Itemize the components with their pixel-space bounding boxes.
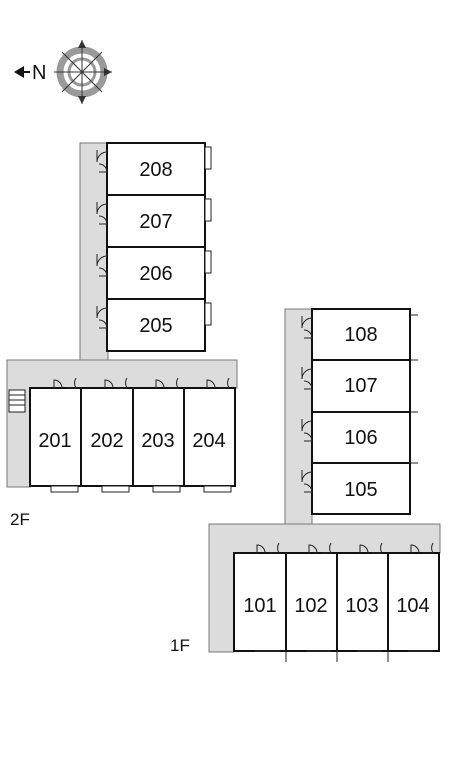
unit-203: 203 <box>132 377 185 493</box>
unit-208: 208 <box>96 142 212 196</box>
unit-label: 202 <box>90 430 123 452</box>
unit-204: 204 <box>183 377 236 493</box>
unit-108: 108 <box>301 308 418 361</box>
unit-205: 205 <box>96 298 212 352</box>
unit-label: 104 <box>396 595 429 617</box>
unit-102: 102 <box>285 542 338 662</box>
unit-101: 101 <box>233 542 287 652</box>
floor-label: 2F <box>10 510 30 529</box>
unit-label: 204 <box>192 430 225 452</box>
unit-label: 203 <box>141 430 174 452</box>
unit-104: 104 <box>387 542 440 662</box>
unit-106: 106 <box>301 411 418 464</box>
unit-201: 201 <box>29 377 82 493</box>
compass-rose-icon <box>54 40 112 104</box>
corridor <box>79 142 109 361</box>
unit-label: 205 <box>139 315 172 337</box>
unit-label: 103 <box>345 595 378 617</box>
unit-label: 106 <box>344 427 377 449</box>
unit-label: 102 <box>294 595 327 617</box>
unit-label: 207 <box>139 211 172 233</box>
stairs-icon <box>8 389 26 413</box>
north-label: N <box>32 62 46 84</box>
floor-1f: 108 107 106 105 10 <box>170 308 441 662</box>
compass: N <box>14 40 112 104</box>
unit-label: 208 <box>139 159 172 181</box>
unit-206: 206 <box>96 246 212 300</box>
unit-label: 201 <box>38 430 71 452</box>
unit-label: 108 <box>344 324 377 346</box>
unit-label: 101 <box>243 595 276 617</box>
floor-label: 1F <box>170 636 190 655</box>
unit-label: 206 <box>139 263 172 285</box>
unit-label: 105 <box>344 479 377 501</box>
unit-207: 207 <box>96 194 212 248</box>
unit-107: 107 <box>301 359 418 413</box>
floor-2f: 208 207 206 205 20 <box>6 142 238 529</box>
unit-202: 202 <box>80 377 134 493</box>
north-arrow-icon <box>14 66 30 78</box>
unit-105: 105 <box>301 462 418 515</box>
corridor <box>284 308 313 525</box>
unit-103: 103 <box>336 542 389 662</box>
unit-label: 107 <box>344 375 377 397</box>
